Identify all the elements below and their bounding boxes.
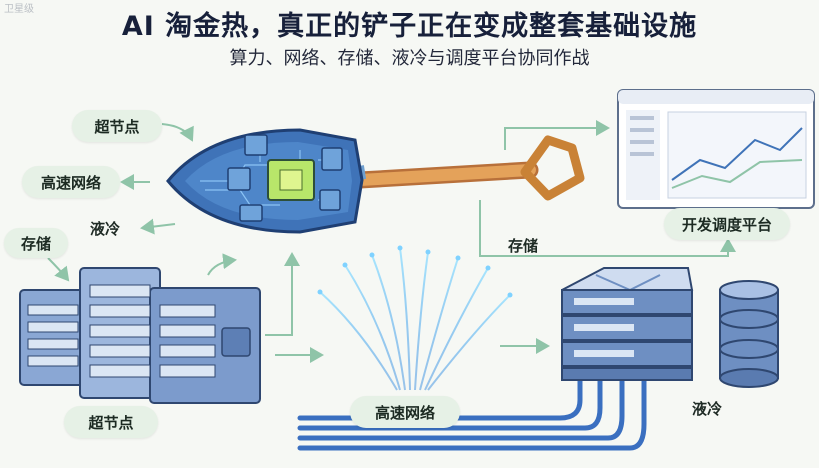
arrow-storage-to-platform (479, 200, 736, 257)
label-platform: 开发调度平台 (664, 208, 790, 240)
label-liquid-cooling-right: 液冷 (692, 400, 723, 418)
corner-watermark: 卫星级 (4, 4, 34, 15)
arrow-servers-up (207, 253, 237, 276)
network-light-streams (319, 247, 511, 391)
shovel-blade (166, 128, 364, 234)
label-high-speed-network-bottom: 高速网络 (350, 396, 460, 428)
label-liquid-cooling-left: 液冷 (90, 220, 121, 238)
page-title: AI 淘金热，真正的铲子正在变成整套基础设施 (121, 11, 698, 42)
label-storage-mid: 存储 (508, 237, 539, 255)
arrow-storage-down (47, 257, 70, 282)
connector-arrows (47, 120, 736, 363)
platform-dashboard (617, 89, 815, 209)
stream-dots (317, 245, 513, 298)
page-subtitle: 算力、网络、存储、液冷与调度平台协同作战 (229, 48, 590, 69)
arrow-servers-to-shovel (265, 252, 300, 336)
label-high-speed-network-left: 高速网络 (22, 166, 120, 198)
arrow-shovel-to-cooling (140, 218, 176, 235)
arrow-handle-to-platform (504, 120, 610, 150)
liquid-cooling-cables (297, 375, 647, 451)
label-super-node-top: 超节点 (72, 110, 162, 142)
arrow-super-node-to-shovel (161, 123, 194, 142)
shovel-handle (338, 135, 585, 201)
label-storage-left: 存储 (4, 228, 68, 258)
server-rack (561, 267, 694, 381)
server-cluster (19, 267, 261, 404)
storage-cylinder (719, 280, 779, 388)
label-super-node-bottom: 超节点 (64, 406, 158, 438)
